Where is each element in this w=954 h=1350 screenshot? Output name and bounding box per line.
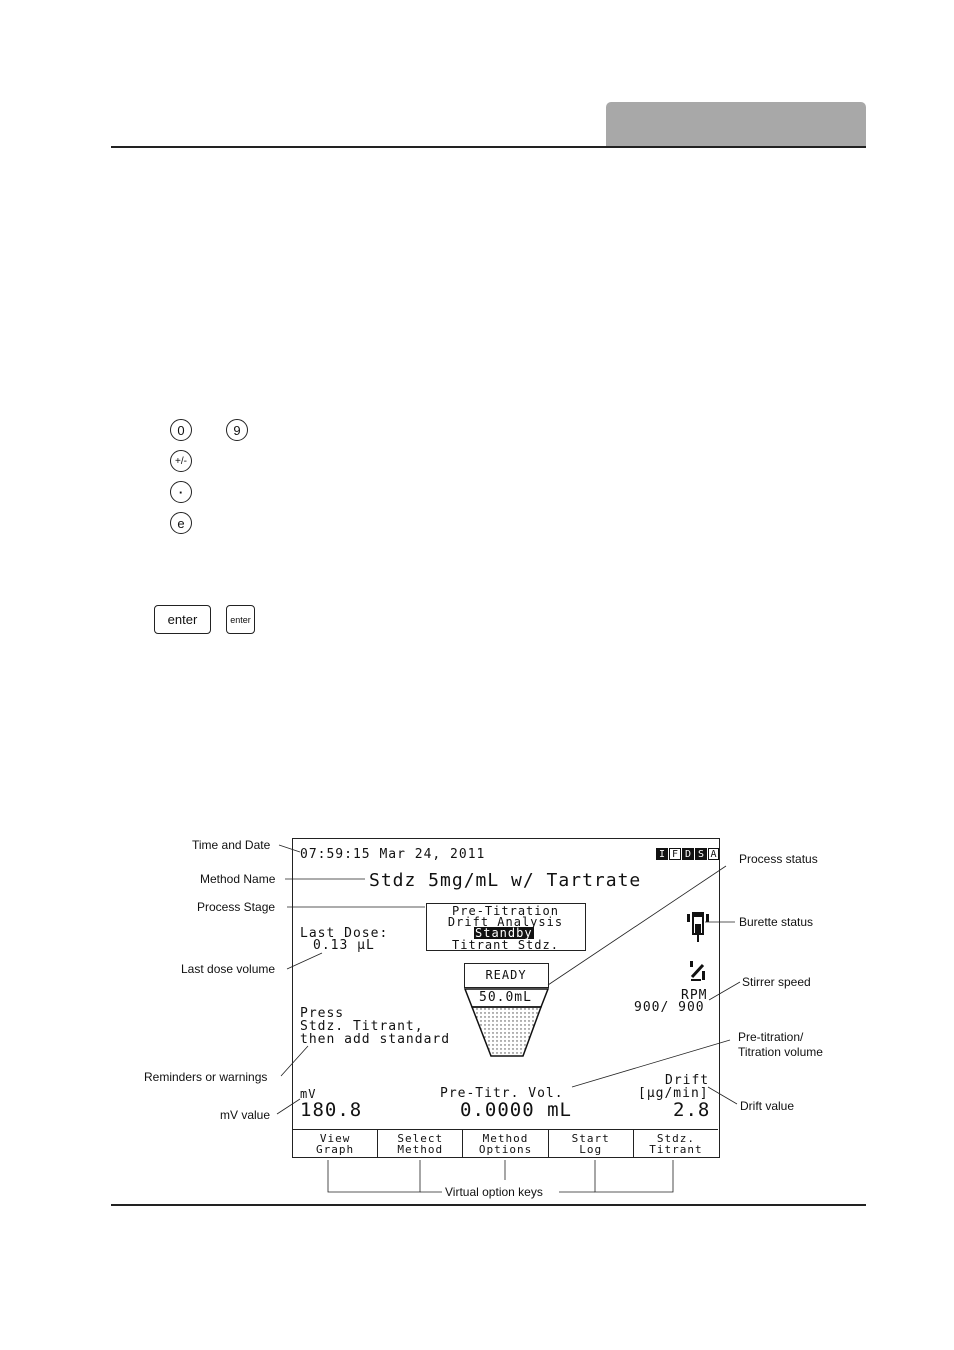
volume-label: Pre-Titr. Vol. [440,1086,564,1101]
status-icon-s: S [695,848,707,860]
process-stage-box: Pre-Titration Drift Analysis Standby Tit… [426,903,586,951]
last-dose-value: 0.13 µL [313,938,375,953]
status-icon-a: A [708,848,719,860]
drift-label: Drift [665,1073,710,1088]
decimal-key: · [170,481,192,503]
reminder-line-2: Stdz. Titrant, [300,1019,424,1034]
callout-time-date: Time and Date [192,838,271,852]
callout-virtual-keys: Virtual option keys [445,1185,543,1199]
last-dose-label: Last Dose: [300,926,389,941]
reminder-line-1: Press [300,1006,345,1021]
footer-rule [111,1204,866,1206]
rpm-value: 900/ 900 [634,1000,705,1015]
stage-titrant-stdz: Titrant Stdz. [452,938,559,952]
exponent-key: e [170,512,192,534]
status-icon-d: D [682,848,694,860]
stage-standby-active: Standby [474,926,534,940]
header-tab [606,102,866,146]
callout-burette-status: Burette status [739,915,814,929]
process-status-box: READY [464,963,549,988]
callout-mv-value: mV value [220,1108,271,1122]
status-icon-f: F [669,848,681,860]
stage-pretitration: Pre-Titration [452,904,559,918]
mv-value: 180.8 [300,1099,363,1121]
enter-key-large: enter [154,605,211,634]
callout-stirrer-speed: Stirrer speed [742,975,811,989]
titrator-screen: 07:59:15 Mar 24, 2011 I F D S A Stdz 5mg… [292,838,720,1158]
stirrer-icon [690,961,705,981]
burette-icon [687,912,709,942]
enter-key-small: enter [226,605,255,634]
header-rule [111,146,866,148]
digit-key-zero: 0 [170,419,192,441]
burette-level-graphic [464,988,550,1057]
callout-method-name: Method Name [200,872,276,886]
callout-process-status: Process status [739,852,818,866]
reminder-line-3: then add standard [300,1032,451,1047]
digit-key-nine: 9 [226,419,248,441]
softkey-stdz-titrant[interactable]: Stdz.Titrant [649,1132,703,1156]
status-icon-i: I [656,848,668,860]
volume-value: 0.0000 mL [460,1099,572,1121]
stage-drift-analysis: Drift Analysis [447,915,564,929]
callout-titration-volume-line1: Pre-titration/ [738,1030,804,1044]
callout-process-stage: Process Stage [197,900,276,914]
sign-key: +/- [170,450,192,472]
drift-value: 2.8 [673,1099,711,1121]
callout-drift-value: Drift value [740,1099,795,1113]
rpm-label: RPM [681,988,708,1003]
process-status: READY [485,968,527,982]
callout-titration-volume-line2: Titration volume [738,1045,823,1059]
method-name: Stdz 5mg/mL w/ Tartrate [369,870,642,891]
burette-volume: 50.0mL [479,990,532,1005]
mv-label: mV [300,1087,317,1101]
callout-last-dose-volume: Last dose volume [181,962,276,976]
callout-reminders: Reminders or warnings [144,1070,268,1084]
datetime: 07:59:15 Mar 24, 2011 [300,847,486,862]
drift-unit: [µg/min] [638,1086,709,1101]
